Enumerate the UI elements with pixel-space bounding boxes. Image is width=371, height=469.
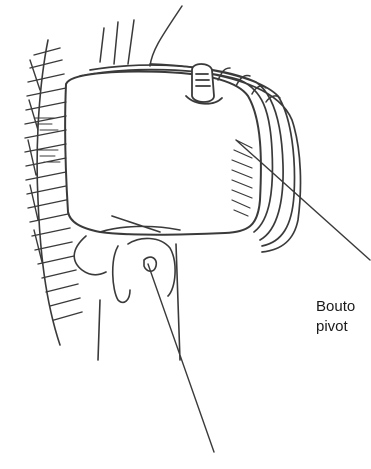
bottom-structure [74, 216, 180, 360]
leader-line-finger [148, 264, 214, 452]
left-hatched-wall [25, 40, 82, 345]
label-bouton: Bouto [316, 297, 355, 317]
membrane-outline [65, 64, 300, 252]
leader-line-button [236, 140, 370, 260]
label-pivot: pivot [316, 317, 348, 337]
